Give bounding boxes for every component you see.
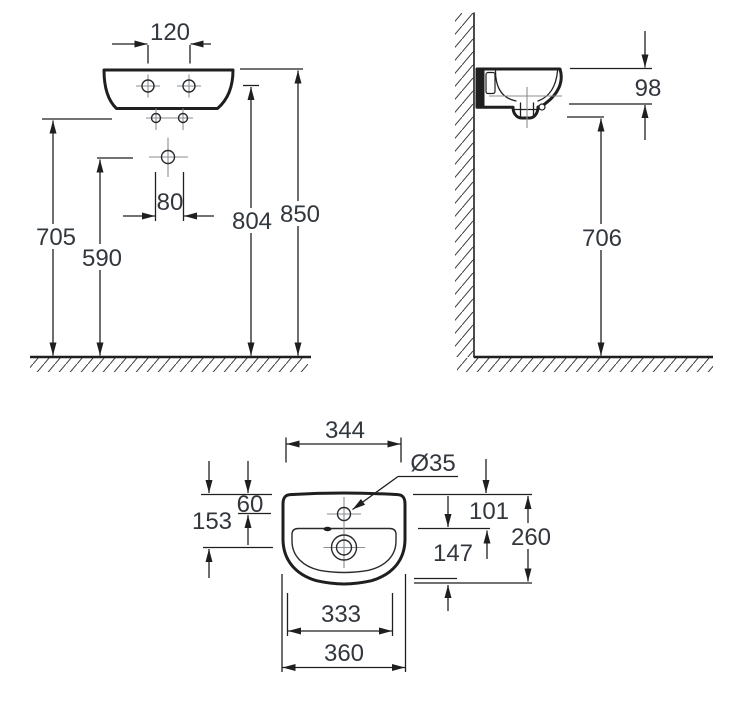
floor-hatch-front	[30, 358, 308, 372]
dim-101-label: 101	[469, 498, 509, 525]
dim-260-label: 260	[511, 524, 551, 551]
dim-706-label: 706	[582, 225, 622, 252]
dim-344-label: 344	[325, 417, 365, 444]
fixing-hole-right	[177, 112, 189, 124]
mounting-slot	[485, 71, 496, 95]
floor-hatch-side	[457, 358, 713, 372]
tap-hole-right	[182, 79, 196, 93]
front-view: 120 80 705 590 804 850	[30, 19, 320, 372]
dim-153-label: 153	[192, 508, 232, 535]
waste-outlet-plan	[330, 534, 358, 561]
dim-98-label: 98	[635, 75, 662, 102]
bowl-inner-front-curve	[537, 70, 559, 102]
wall-hatch	[455, 13, 474, 357]
basin-back-section	[477, 70, 485, 106]
dim-804-label: 804	[232, 208, 272, 235]
dim-120-label: 120	[150, 19, 190, 46]
waste-outlet-plan-inner	[335, 539, 353, 556]
dim-80-label: 80	[157, 189, 184, 216]
dim-dia35-label: Ø35	[410, 450, 455, 477]
tap-hole-plan	[336, 506, 352, 522]
leader-arrow	[352, 475, 399, 511]
dim-360-label: 360	[324, 640, 364, 667]
fixing-hole-left	[150, 112, 162, 124]
dim-590-label: 590	[82, 245, 122, 272]
side-view: 98 706	[455, 12, 713, 372]
basin-outline-front	[102, 68, 235, 110]
dim-705-label: 705	[36, 224, 76, 251]
overflow-mark	[323, 526, 332, 532]
plan-view: Ø35 344 60 153 101 147	[192, 417, 551, 672]
tap-hole-left	[141, 79, 155, 93]
bowl-inner-back-curve	[494, 70, 517, 102]
waste-outlet-front	[160, 149, 176, 165]
dim-60-label: 60	[237, 491, 264, 518]
dim-850-label: 850	[280, 201, 320, 228]
dim-333-label: 333	[321, 601, 361, 628]
overflow-detail	[538, 103, 546, 111]
dim-147-label: 147	[433, 540, 473, 567]
